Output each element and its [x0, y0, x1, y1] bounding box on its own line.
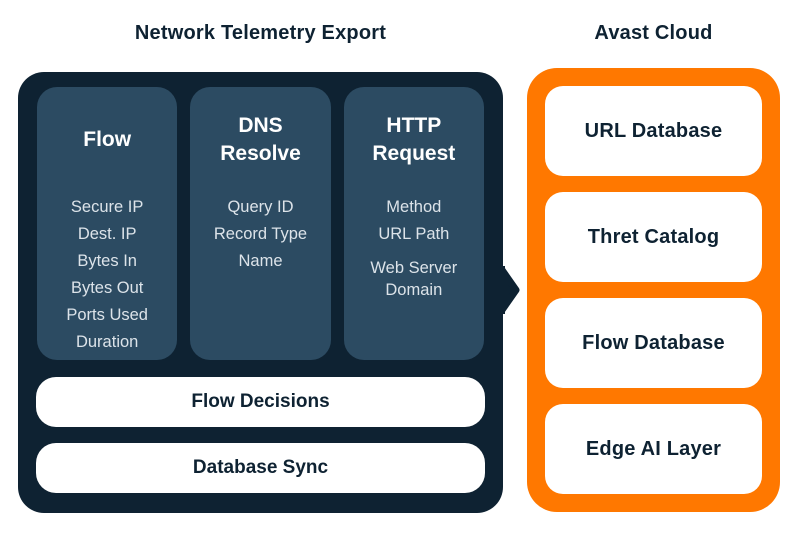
left-panel-title: Network Telemetry Export [134, 22, 387, 44]
flow-item: Secure IP [70, 197, 144, 216]
dns-item: Name [238, 251, 283, 270]
flow-column-items: Secure IP Dest. IP Bytes In Bytes Out Po… [45, 193, 169, 355]
thret-catalog-label: Thret Catalog [587, 225, 720, 248]
edge-ai-layer-label: Edge AI Layer [585, 437, 722, 460]
dns-resolve-column-items: Query ID Record Type Name [198, 193, 322, 274]
flow-database-box: Flow Database [545, 298, 762, 388]
flow-item: Bytes Out [70, 278, 144, 297]
url-database-label: URL Database [584, 119, 723, 142]
http-item: Web Server Domain [370, 258, 458, 299]
dns-resolve-column: DNS Resolve Query ID Record Type Name [190, 87, 331, 360]
flow-decisions-label: Flow Decisions [191, 391, 330, 412]
dns-item: Record Type [213, 224, 308, 243]
url-database-box: URL Database [545, 86, 762, 176]
connector-arrow-icon [499, 266, 520, 314]
http-request-column-items: Method URL Path Web Server Domain [352, 193, 476, 303]
edge-ai-layer-box: Edge AI Layer [545, 404, 762, 494]
dns-item: Query ID [227, 197, 294, 216]
right-panel-title: Avast Cloud [594, 22, 713, 44]
http-request-column: HTTP Request Method URL Path Web Server … [343, 87, 484, 360]
flow-database-label: Flow Database [582, 331, 725, 354]
flow-item: Dest. IP [77, 224, 137, 243]
flow-decisions-bar: Flow Decisions [36, 377, 485, 427]
telemetry-columns: Flow Secure IP Dest. IP Bytes In Bytes O… [37, 87, 484, 360]
flow-item: Bytes In [77, 251, 137, 270]
database-sync-label: Database Sync [192, 457, 329, 478]
network-telemetry-panel: Flow Secure IP Dest. IP Bytes In Bytes O… [18, 72, 503, 513]
dns-resolve-column-heading: DNS Resolve [220, 114, 301, 165]
avast-cloud-panel: URL Database Thret Catalog Flow Database… [527, 68, 780, 512]
http-request-column-heading: HTTP Request [372, 114, 456, 165]
thret-catalog-box: Thret Catalog [545, 192, 762, 282]
flow-column-heading: Flow [83, 128, 132, 152]
flow-item: Duration [75, 332, 139, 351]
http-item: Method [386, 197, 442, 216]
flow-column: Flow Secure IP Dest. IP Bytes In Bytes O… [37, 87, 178, 360]
http-item: URL Path [378, 224, 450, 243]
flow-item: Ports Used [66, 305, 148, 324]
database-sync-bar: Database Sync [36, 443, 485, 493]
